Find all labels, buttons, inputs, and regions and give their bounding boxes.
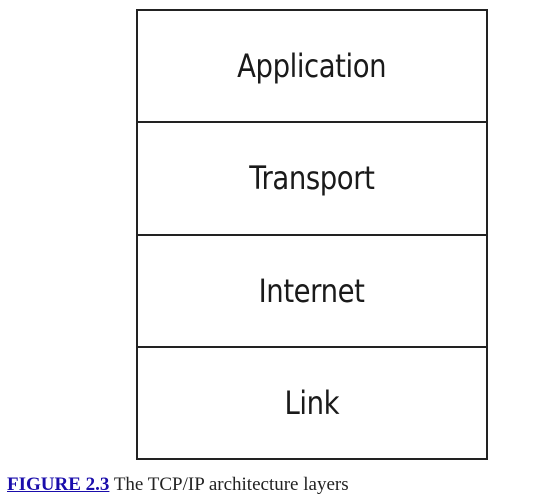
layer-transport: Transport [138,123,486,236]
figure-caption: FIGURE 2.3 The TCP/IP architecture layer… [7,474,349,496]
layer-stack: Application Transport Internet Link [136,9,488,460]
caption-text: The TCP/IP architecture layers [113,474,349,495]
layer-link: Link [138,348,486,458]
layer-label: Internet [259,271,365,310]
layer-label: Application [237,47,387,86]
layer-internet: Internet [138,236,486,348]
layer-label: Link [284,383,340,422]
layer-application: Application [138,11,486,124]
figure-link[interactable]: FIGURE 2.3 [7,474,110,495]
layer-label: Transport [249,159,375,198]
